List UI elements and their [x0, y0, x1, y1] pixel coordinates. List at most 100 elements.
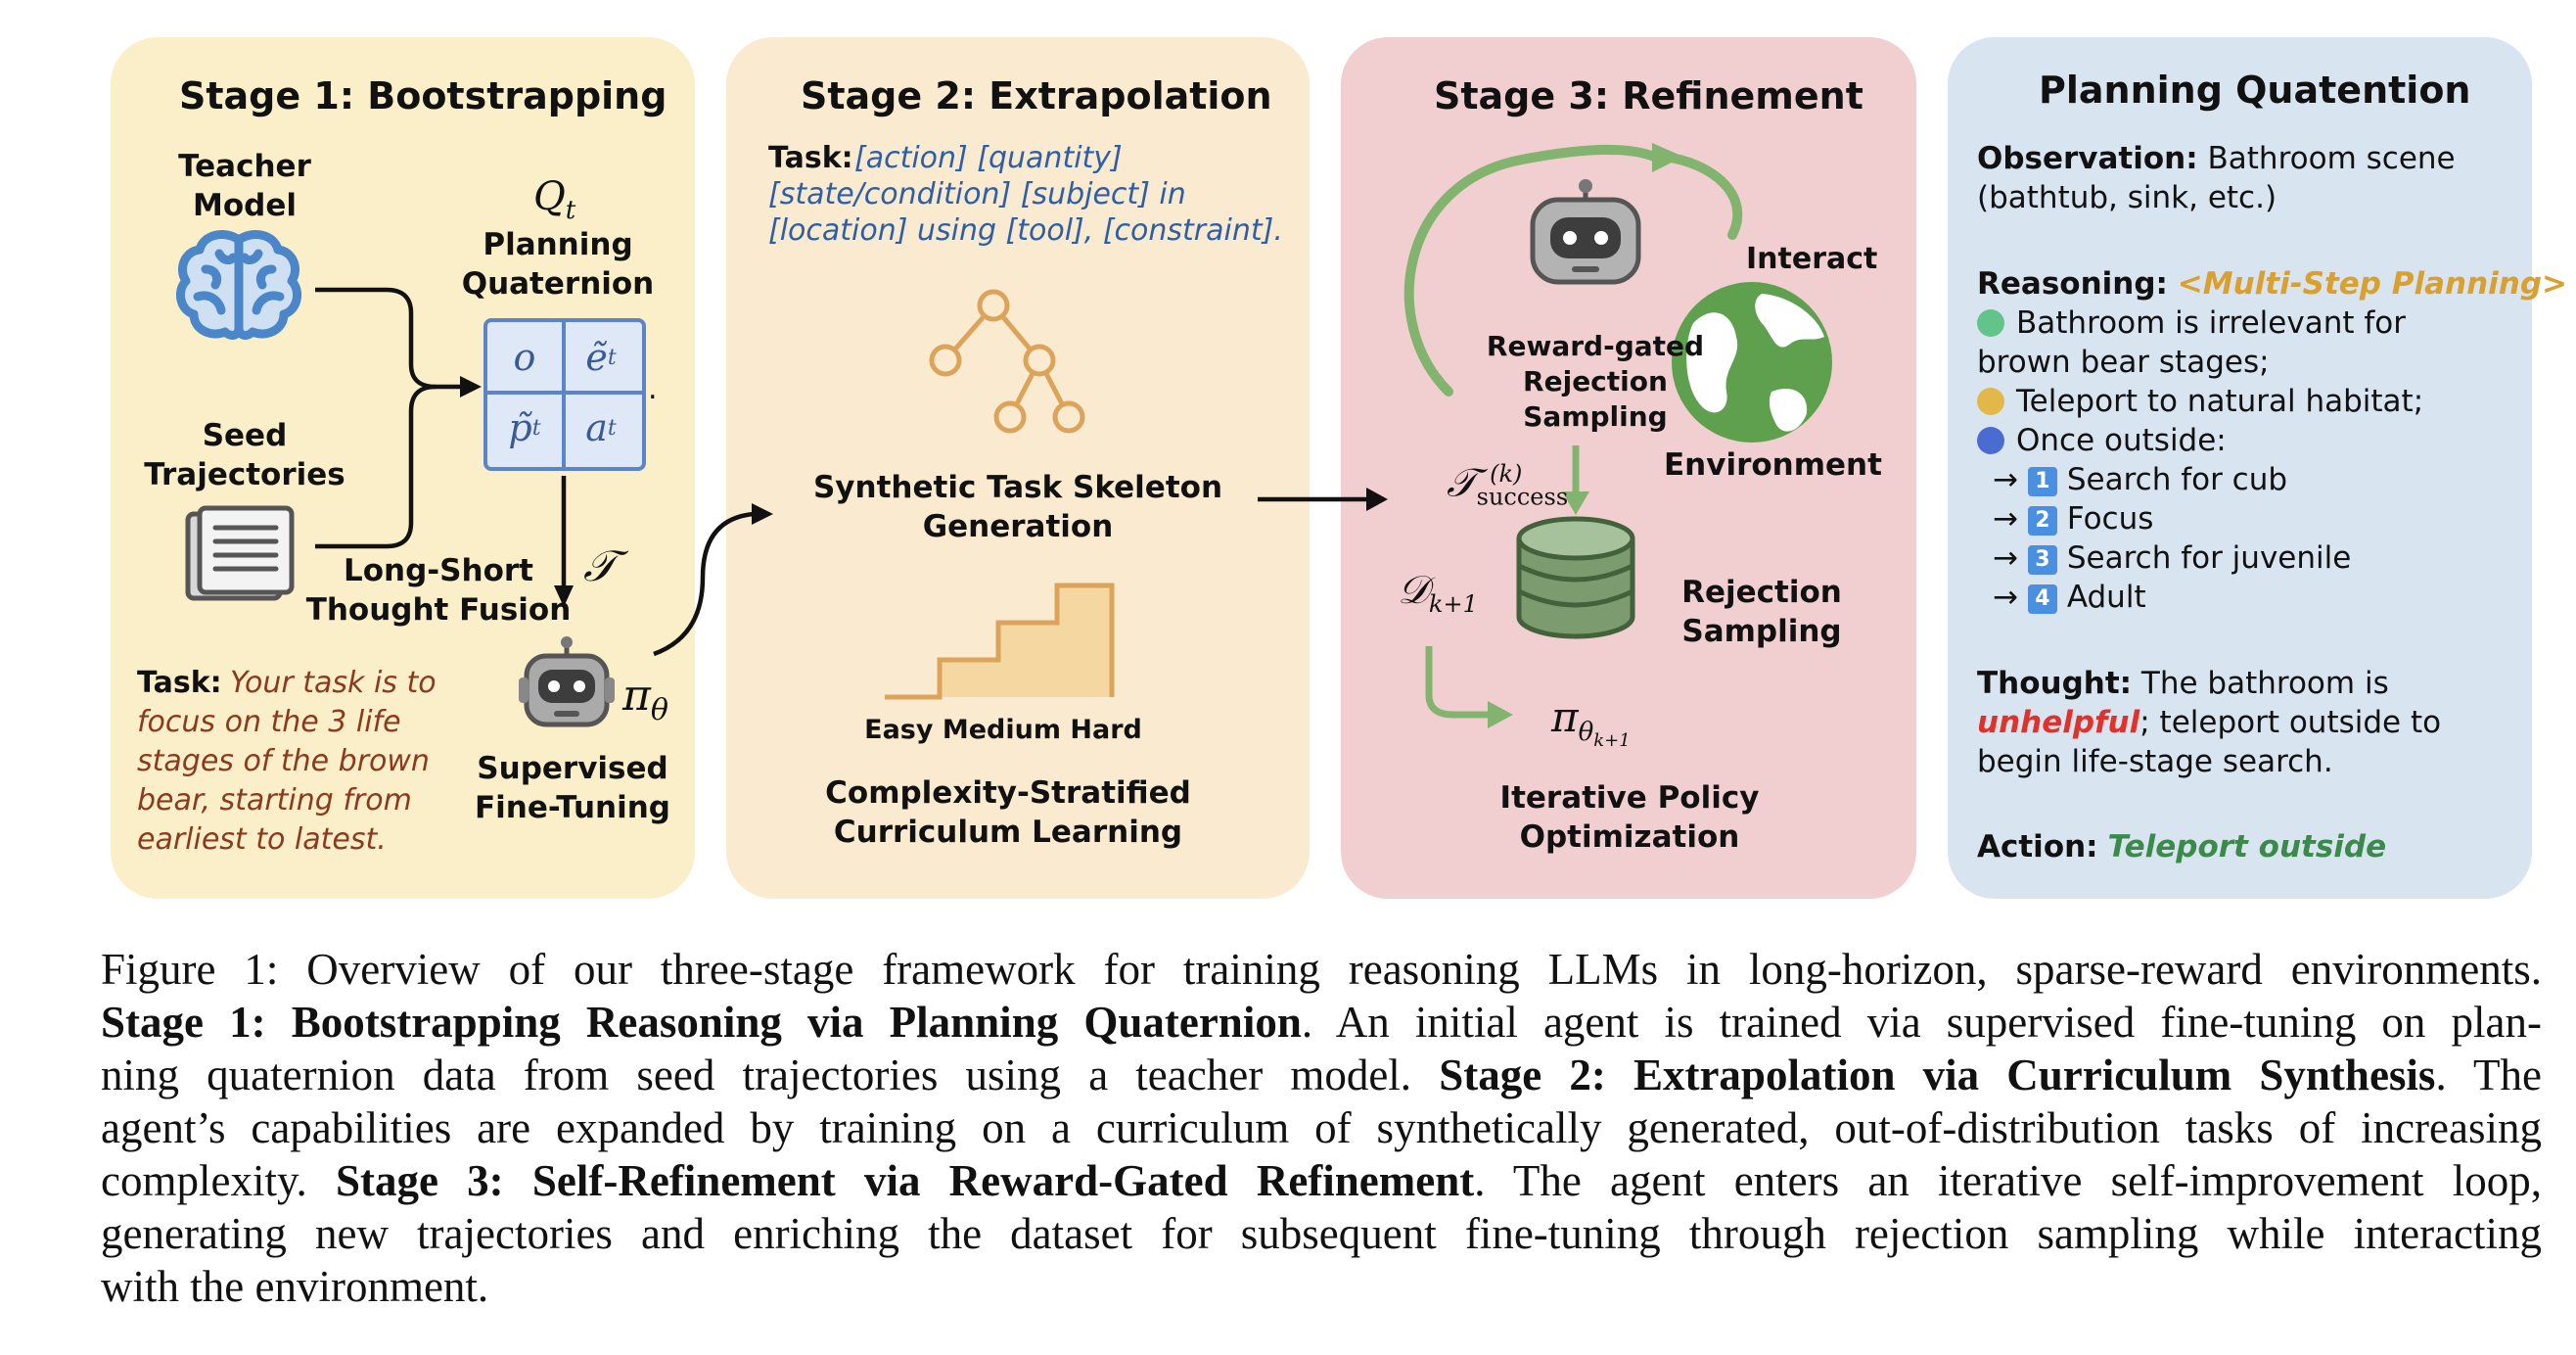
caption-line-3-b: . The	[2435, 1051, 2542, 1099]
green-dot-icon	[1977, 309, 2004, 337]
observation-text: Bathroom scene	[2197, 141, 2456, 176]
tree-icon	[929, 289, 1085, 434]
thought-line-2: unhelpful; teleport outside to	[1977, 703, 2441, 742]
step-2: → 2 Focus	[1993, 499, 2153, 538]
skeleton-label: Synthetic Task Skeleton Generation	[812, 470, 1223, 544]
pi-theta-k-symbol: πθk+1	[1551, 693, 1631, 752]
brain-icon	[176, 230, 301, 340]
number-badge-icon: 3	[2027, 545, 2057, 575]
step-3-text: Search for juvenile	[2066, 540, 2352, 576]
d-k-symbol: 𝒟k+1	[1398, 568, 1478, 618]
action-line: Action: Teleport outside	[1977, 827, 2386, 866]
reasoning-item-1-text: Bathroom is irrelevant for	[2016, 305, 2406, 341]
reasoning-tag: <Multi-Step Planning>	[2177, 266, 2568, 302]
caption-line-1: Figure 1: Overview of our three-stage fr…	[101, 945, 2542, 994]
blue-dot-icon	[1977, 427, 2004, 454]
step-4: → 4 Adult	[1993, 578, 2146, 617]
dot-mark: .	[648, 372, 658, 406]
reasoning-item-1b: brown bear stages;	[1977, 345, 2270, 380]
caption-line-2: Stage 1: Bootstrapping Reasoning via Pla…	[101, 996, 2542, 1049]
thought-line-1: Thought: The bathroom is	[1977, 664, 2389, 703]
reasoning-label: Reasoning:	[1977, 266, 2168, 302]
caption-line-7: with the environment.	[101, 1262, 489, 1311]
environment-label: Environment	[1664, 447, 1882, 483]
thought-line-3: begin life-stage search.	[1977, 744, 2333, 779]
thought-text-a: The bathroom is	[2132, 666, 2389, 701]
stairs-icon	[885, 583, 1115, 700]
observation-text-2: (bathtub, sink, etc.)	[1977, 180, 2277, 215]
reasoning-item-1: Bathroom is irrelevant for	[1977, 304, 2406, 343]
yellow-dot-icon	[1977, 388, 2004, 415]
quaternion-cell-o: o	[513, 336, 536, 379]
caption-line-6: generating new trajectories and enrichin…	[101, 1209, 2542, 1258]
reward-gated-label: Reward-gated Rejection Sampling	[1486, 330, 1705, 433]
reasoning-item-3-text: Once outside:	[2016, 423, 2227, 458]
reasoning-line: Reasoning: <Multi-Step Planning>	[1977, 264, 2567, 304]
caption-line-4: agent’s capabilities are expanded by tra…	[101, 1103, 2542, 1152]
teacher-model-label: Teacher Model	[178, 149, 311, 223]
interact-label: Interact	[1746, 242, 1878, 276]
action-label: Action:	[1977, 829, 2098, 864]
difficulty-label: Easy Medium Hard	[864, 715, 1142, 745]
fusion-label: Long-Short Thought Fusion	[305, 553, 572, 628]
caption-line-3: ning quaternion data from seed trajector…	[101, 1049, 2542, 1101]
step-3: → 3 Search for juvenile	[1993, 538, 2351, 578]
number-badge-icon: 1	[2027, 467, 2057, 496]
reasoning-item-3: Once outside:	[1977, 421, 2227, 460]
refinement-loop-graphic	[1403, 143, 1832, 728]
stage3-panel	[1341, 37, 1916, 899]
robot-icon	[519, 636, 615, 727]
caption-stage3-bold: Stage 3: Self-Refinement via Reward-Gate…	[336, 1156, 1475, 1205]
curriculum-label: Complexity-Stratified Curriculum Learnin…	[825, 775, 1191, 850]
caption-line-2-rest: . An initial agent is trained via superv…	[1301, 998, 2543, 1047]
stage3-title: Stage 3: Refinement	[1434, 74, 1863, 117]
action-text: Teleport outside	[2107, 829, 2387, 864]
tau-success-symbol: 𝒯success(k)	[1447, 460, 1569, 511]
step-1: → 1 Search for cub	[1993, 460, 2287, 499]
step-2-text: Focus	[2066, 501, 2154, 537]
stage2-task-prefix: Task:	[768, 141, 853, 175]
number-badge-icon: 4	[2027, 584, 2057, 614]
arrow-icon: →	[1993, 540, 2018, 576]
seed-trajectories-label: Seed Trajectories	[144, 418, 345, 492]
qt-symbol: Qt	[533, 174, 576, 225]
planning-quaternion-label: Planning Quaternion	[461, 227, 655, 302]
stage4-title: Planning Quatention	[2039, 69, 2471, 112]
stage2-task-text: [action] [quantity] [state/condition] [s…	[768, 141, 1283, 248]
caption-line-5-a: complexity.	[101, 1156, 336, 1205]
caption-stage2-bold: Stage 2: Extrapolation via Curriculum Sy…	[1439, 1051, 2436, 1099]
caption-line-5: complexity. Stage 3: Self-Refinement via…	[101, 1154, 2542, 1207]
caption-line-3-a: ning quaternion data from seed trajector…	[101, 1051, 1440, 1099]
stage1-task-prefix: Task:	[137, 666, 222, 700]
document-icon	[185, 505, 295, 601]
rejection-sampling-label: Rejection Sampling	[1681, 575, 1842, 649]
stage1-task-text: Your task is to focus on the 3 life stag…	[137, 666, 437, 857]
step-1-text: Search for cub	[2066, 462, 2288, 497]
arrow-icon: →	[1993, 580, 2018, 615]
stage1-arrows	[315, 287, 1388, 657]
caption-stage1-bold: Stage 1: Bootstrapping Reasoning via Pla…	[101, 998, 1302, 1047]
thought-text-b: ; teleport outside to	[2139, 705, 2442, 740]
stage2-title: Stage 2: Extrapolation	[801, 74, 1272, 117]
tau-symbol: 𝒯	[583, 541, 617, 591]
pi-theta-symbol: πθ	[622, 671, 668, 727]
thought-highlight: unhelpful	[1977, 705, 2140, 740]
thought-label: Thought:	[1977, 666, 2133, 701]
reasoning-item-2: Teleport to natural habitat;	[1977, 382, 2423, 421]
stage2-panel	[726, 37, 1310, 899]
sft-label: Supervised Fine-Tuning	[475, 751, 670, 825]
reasoning-item-2-text: Teleport to natural habitat;	[2016, 384, 2424, 419]
number-badge-icon: 2	[2027, 506, 2057, 536]
policy-optimization-label: Iterative Policy Optimization	[1499, 780, 1760, 855]
observation-line: Observation: Bathroom scene	[1977, 139, 2456, 178]
arrow-icon: →	[1993, 462, 2018, 497]
caption-line-5-b: . The agent enters an iterative self-imp…	[1474, 1156, 2542, 1205]
arrow-icon: →	[1993, 501, 2018, 537]
stage1-task: Task:	[137, 664, 231, 703]
stage1-title: Stage 1: Bootstrapping	[179, 74, 667, 117]
step-4-text: Adult	[2066, 580, 2146, 615]
observation-label: Observation:	[1977, 141, 2198, 176]
